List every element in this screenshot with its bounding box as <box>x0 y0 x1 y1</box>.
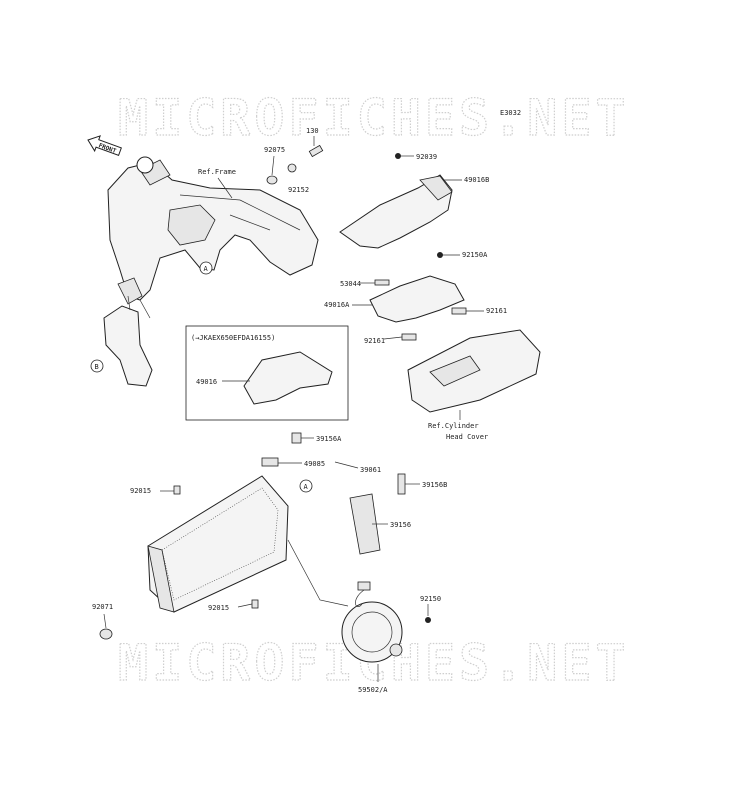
callout-a-radiator: A <box>299 479 313 493</box>
bolt-130 <box>308 144 324 158</box>
pad-39156A <box>291 432 302 444</box>
variant-box <box>185 325 349 421</box>
part-49016B: 49016B <box>464 176 489 184</box>
bolt-92150 <box>425 617 431 623</box>
grommet-92071 <box>99 628 113 640</box>
front-label: FRONT <box>98 142 118 155</box>
cap-49085 <box>261 457 279 467</box>
grommet-92015-top <box>173 485 181 495</box>
part-92015-top: 92015 <box>130 487 151 495</box>
guard-49016A <box>369 275 465 323</box>
part-92075: 92075 <box>264 146 285 154</box>
part-92152: 92152 <box>288 186 309 194</box>
part-49016: 49016 <box>196 378 217 386</box>
part-130: 130 <box>306 127 319 135</box>
ref-cylinder-note-2: Head Cover <box>446 433 488 441</box>
part-59502A: 59502/A <box>358 686 388 694</box>
ref-frame-note: Ref.Frame <box>198 168 236 176</box>
diagram-code: E3032 <box>500 109 521 117</box>
guard-49016B <box>339 174 453 249</box>
part-39156B: 39156B <box>422 481 447 489</box>
bolt-92150A <box>437 252 443 258</box>
svg-text:A: A <box>304 483 309 491</box>
part-92039: 92039 <box>416 153 437 161</box>
part-92150: 92150 <box>420 595 441 603</box>
pad-92161-left <box>401 333 417 341</box>
watermark-top: MICROFICHES.NET <box>118 89 630 147</box>
svg-text:A: A <box>204 265 209 273</box>
part-39156A: 39156A <box>316 435 342 443</box>
part-49016A: 49016A <box>324 301 350 309</box>
pad-53044 <box>374 279 390 286</box>
part-92161-right: 92161 <box>486 307 507 315</box>
part-92161-left: 92161 <box>364 337 385 345</box>
pad-39156 <box>349 493 381 555</box>
callout-a-frame: A <box>199 261 213 275</box>
frame-part <box>103 156 319 387</box>
part-92150A: 92150A <box>462 251 488 259</box>
grommet-92015-bottom <box>251 599 259 609</box>
bolt-92039 <box>395 153 401 159</box>
part-53044: 53044 <box>340 280 361 288</box>
washer-92075 <box>266 175 278 185</box>
fan-assembly <box>341 581 403 663</box>
cylinder-head-cover <box>407 329 541 413</box>
part-92015-bottom: 92015 <box>208 604 229 612</box>
part-39156: 39156 <box>390 521 411 529</box>
part-39061: 39061 <box>360 466 381 474</box>
svg-text:B: B <box>95 363 99 371</box>
guard-49016 <box>243 351 333 405</box>
pad-92161-right <box>451 307 467 315</box>
collar-92152 <box>287 163 297 173</box>
radiator <box>147 475 289 613</box>
part-92071: 92071 <box>92 603 113 611</box>
ref-cylinder-note-1: Ref.Cylinder <box>428 422 479 430</box>
pad-39156B <box>397 473 406 495</box>
variant-label: (→JKAEX650EFDA16155) <box>191 334 275 342</box>
callout-b-frame: B <box>90 359 104 373</box>
part-49085: 49085 <box>304 460 325 468</box>
